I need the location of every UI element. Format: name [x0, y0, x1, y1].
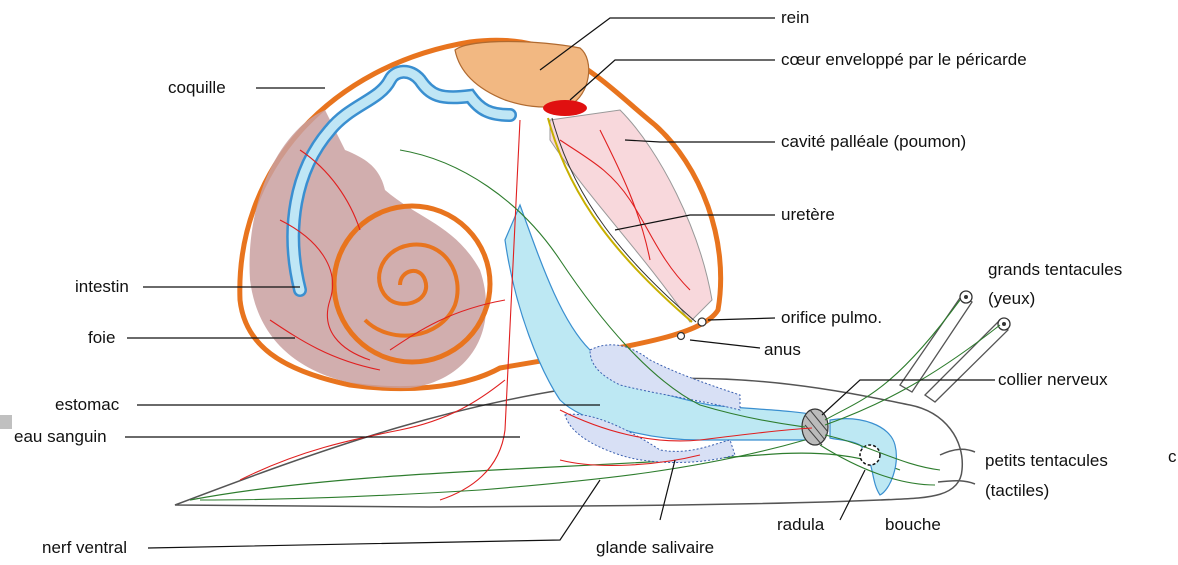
label-cavite: cavité palléale (poumon): [781, 132, 966, 151]
radula-icon: [860, 445, 880, 465]
label-bouche: bouche: [885, 515, 941, 534]
upper-tentacle: [900, 295, 972, 392]
heart: [543, 100, 587, 116]
label-uretere: uretère: [781, 205, 835, 224]
edge-marker: [0, 415, 12, 429]
label-grands-tentacules-2: (yeux): [988, 289, 1035, 308]
label-nerf: nerf ventral: [42, 538, 127, 557]
label-coquille: coquille: [168, 78, 226, 97]
label-edge-c: c: [1168, 447, 1177, 466]
label-coeur: cœur enveloppé par le péricarde: [781, 50, 1027, 69]
anus-icon: [678, 333, 685, 340]
label-collier: collier nerveux: [998, 370, 1108, 389]
label-anus: anus: [764, 340, 801, 359]
label-glande: glande salivaire: [596, 538, 714, 557]
label-intestin: intestin: [75, 277, 129, 296]
label-estomac: estomac: [55, 395, 120, 414]
label-vaisseau: eau sanguin: [14, 427, 107, 446]
label-rein: rein: [781, 8, 809, 27]
pneumostome-icon: [698, 318, 706, 326]
label-foie: foie: [88, 328, 115, 347]
label-radula: radula: [777, 515, 825, 534]
label-orifice: orifice pulmo.: [781, 308, 882, 327]
label-petits-tentacules-1: petits tentacules: [985, 451, 1108, 470]
label-grands-tentacules-1: grands tentacules: [988, 260, 1122, 279]
label-petits-tentacules-2: (tactiles): [985, 481, 1049, 500]
